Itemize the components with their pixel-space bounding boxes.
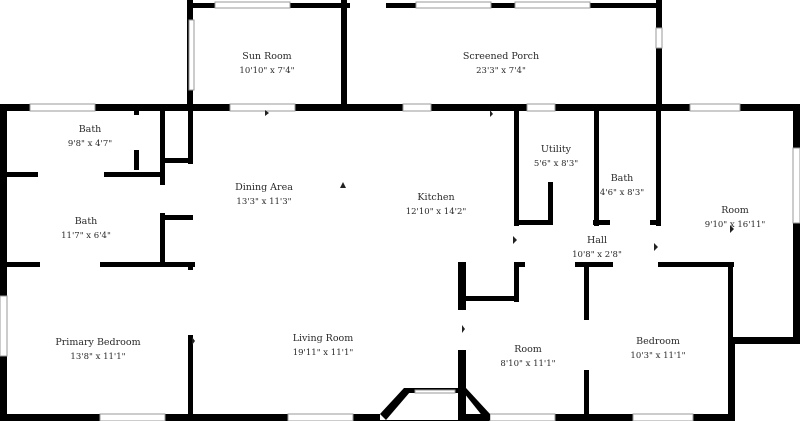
- room-dims: 9'8" x 4'7": [67, 139, 113, 149]
- room-label-primary-bedroom: Primary Bedroom 13'8" x 11'1": [55, 336, 140, 364]
- room-label-hall: Hall 10'8" x 2'8": [572, 234, 622, 262]
- room-name: Kitchen: [417, 192, 455, 203]
- room-label-bath-top-left: Bath 9'8" x 4'7": [68, 123, 112, 151]
- room-dims: 10'8" x 2'8": [572, 250, 622, 260]
- room-dims: 5'6" x 8'3": [533, 159, 579, 169]
- room-name: Dining Area: [235, 182, 293, 193]
- room-name: Screened Porch: [462, 51, 540, 62]
- room-name: Bath: [74, 216, 98, 227]
- room-label-sun-room: Sun Room 10'10" x 7'4": [239, 50, 294, 78]
- room-label-living-room: Living Room 19'11" x 11'1": [293, 332, 354, 360]
- room-dims: 13'3" x 11'3": [236, 197, 292, 207]
- room-name: Bedroom: [636, 336, 680, 347]
- room-dims: 11'7" x 6'4": [61, 231, 111, 241]
- room-dims: 10'10" x 7'4": [239, 66, 295, 76]
- room-name: Bath: [78, 124, 102, 135]
- room-dims: 10'3" x 11'1": [630, 351, 686, 361]
- room-name: Living Room: [292, 333, 354, 344]
- room-label-screened-porch: Screened Porch 23'3" x 7'4": [463, 50, 539, 78]
- room-label-bedroom: Bedroom 10'3" x 11'1": [630, 335, 685, 363]
- room-dims: 4'6" x 8'3": [599, 188, 645, 198]
- room-label-bath-mid-left: Bath 11'7" x 6'4": [61, 215, 111, 243]
- room-label-utility: Utility 5'6" x 8'3": [534, 143, 578, 171]
- room-label-room-right: Room 9'10" x 16'11": [705, 204, 766, 232]
- room-dims: 9'10" x 16'11": [704, 220, 766, 230]
- room-name: Hall: [586, 235, 608, 246]
- room-name: Utility: [540, 144, 572, 155]
- room-label-bath-right: Bath 4'6" x 8'3": [600, 172, 644, 200]
- room-dims: 23'3" x 7'4": [476, 66, 526, 76]
- room-dims: 13'8" x 11'1": [70, 352, 126, 362]
- room-dims: 8'10" x 11'1": [500, 359, 556, 369]
- exterior-windows: [0, 103, 800, 421]
- porch-windows: [188, 1, 663, 91]
- room-label-dining-area: Dining Area 13'3" x 11'3": [235, 181, 293, 209]
- opening-markers: [192, 110, 734, 345]
- bay-window: [380, 388, 490, 420]
- room-name: Room: [514, 344, 542, 355]
- room-name: Bath: [610, 173, 634, 184]
- room-label-room-bottom: Room 8'10" x 11'1": [500, 343, 555, 371]
- room-dims: 19'11" x 11'1": [292, 348, 354, 358]
- room-label-kitchen: Kitchen 12'10" x 14'2": [406, 191, 467, 219]
- room-dims: 12'10" x 14'2": [405, 207, 467, 217]
- room-name: Room: [721, 205, 749, 216]
- room-name: Primary Bedroom: [55, 337, 141, 348]
- door-openings: [38, 115, 658, 370]
- room-name: Sun Room: [242, 51, 292, 62]
